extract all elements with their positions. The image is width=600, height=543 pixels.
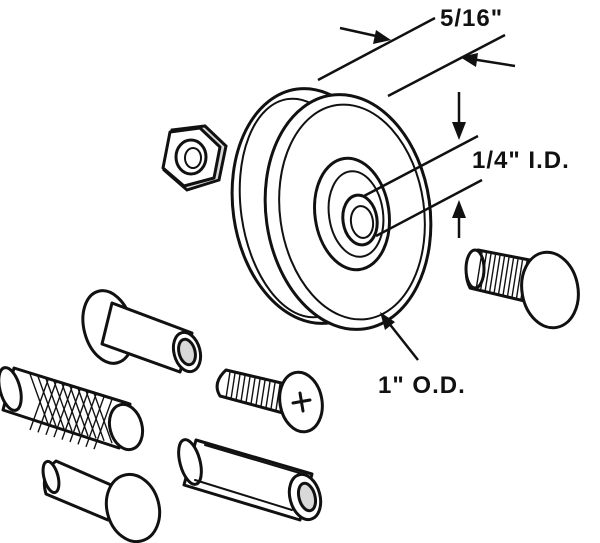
detail-line [497,256,506,295]
detail-line [53,386,73,438]
width-dimension [317,16,516,98]
inner-diameter-label: 1/4" I.D. [472,147,570,174]
detail-line [45,384,65,436]
width-label: 5/16" [440,5,503,32]
detail-line [511,259,519,298]
detail-line [225,371,231,399]
detail-line [77,388,97,439]
detail-line [37,382,57,433]
outer-diameter-label: 1" O.D. [378,372,466,399]
detail-line [275,383,281,411]
detail-line [475,251,483,291]
detail-line [479,252,488,292]
roller-wheel [230,87,433,331]
detail-line [45,378,65,430]
detail-line [250,377,256,405]
detail-line [85,396,105,448]
detail-line [85,390,105,442]
detail-line [245,376,251,403]
threaded-sleeve-bushing [81,289,203,374]
detail-line [255,379,261,406]
detail-line [506,258,515,297]
hollow-tube-pin [177,438,323,522]
detail-line [53,380,73,432]
flat-head-screw [215,368,324,434]
detail-line [61,389,81,440]
inner-diameter-dimension [363,92,483,238]
detail-line [93,398,113,450]
outer-diameter-dimension [380,312,419,361]
detail-line [270,382,276,409]
knurled-pin [0,366,145,452]
detail-line [260,380,266,407]
detail-line [235,374,241,401]
detail-line [515,259,524,299]
detail-line [29,379,49,431]
detail-line [69,391,89,443]
detail-line [69,385,89,437]
detail-line [488,254,497,293]
detail-line [37,376,57,427]
threaded-axle-stud [464,248,580,330]
detail-line [484,253,492,292]
detail-line [493,255,501,294]
detail-line [93,392,113,444]
plain-rivet-pin [41,459,162,543]
detail-line [61,383,81,434]
detail-line [29,373,49,425]
detail-line [240,375,246,402]
detail-line [230,373,236,400]
hex-nut [161,124,228,192]
detail-line [502,257,510,296]
detail-line [265,381,271,408]
detail-line [77,394,97,445]
